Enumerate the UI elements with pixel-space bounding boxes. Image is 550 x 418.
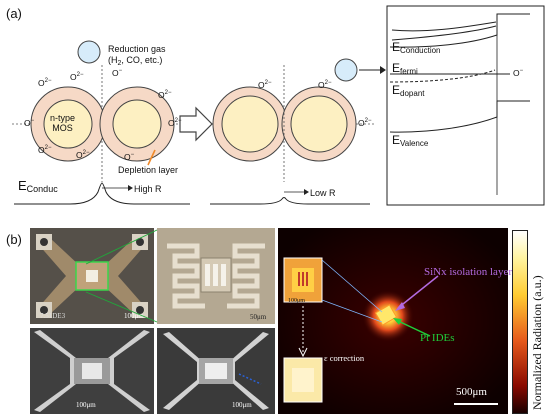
- dopant-level-label: Edopant: [392, 83, 425, 98]
- particle-core-2: [112, 99, 162, 149]
- oxygen-ion: O2−: [358, 118, 372, 128]
- scale-bar-label: 100μm: [232, 401, 252, 409]
- conduction-band-label: EConduction: [392, 40, 441, 55]
- oxygen-ion: O2−: [158, 90, 172, 100]
- oxygen-ion: O2−: [38, 78, 52, 88]
- oxygen-ion: O2−: [70, 72, 84, 82]
- oxygen-ion: O2−: [168, 118, 182, 128]
- low-r-label: Low R: [310, 188, 336, 198]
- oxygen-ion: O2−: [38, 145, 52, 155]
- reduction-gas-label: Reduction gas: [108, 44, 166, 54]
- sem-photo-1: [30, 328, 154, 414]
- particle-label: n-type MOS: [50, 113, 76, 133]
- high-r-label: High R: [134, 184, 162, 194]
- panel-a-diagram: [12, 5, 545, 206]
- optical-chip-photo: [30, 228, 154, 324]
- oxygen-ion: O−: [124, 152, 135, 162]
- panel-a-label: (a): [6, 6, 22, 21]
- gas-molecule: [77, 40, 101, 64]
- panel-b-label: (b): [6, 232, 22, 247]
- oxygen-ion: O2−: [318, 80, 332, 90]
- band-diagram-box: [386, 5, 545, 206]
- scale-bar-label: 100μm: [76, 401, 96, 409]
- gas-molecule-2: [334, 58, 358, 82]
- sinx-label: SiNx isolation layer: [424, 266, 512, 278]
- thermal-scale-label: 500μm: [456, 386, 487, 398]
- epsilon-correction-label: ε correction: [324, 353, 365, 363]
- depletion-pointer: [147, 149, 156, 166]
- e-conduc-label: EConduc: [18, 178, 58, 194]
- particle-core-1: [43, 99, 93, 149]
- scale-bar-label: 50μm: [250, 313, 267, 321]
- gas-oxygen-ion: O−: [112, 68, 123, 78]
- energy-curve-low: [210, 197, 370, 205]
- reduction-gas-examples: (H2, CO, etc.): [108, 55, 163, 67]
- particle-core-4: [290, 95, 348, 153]
- colorbar-title: Normalized Radiation (a.u.): [530, 275, 544, 410]
- inset-scale-label: 100μm: [288, 298, 305, 304]
- thermal-image: [278, 228, 508, 414]
- heater-zoom-photo: [157, 228, 275, 324]
- surface-oxygen-ion: O−: [513, 68, 524, 78]
- sem-photo-2: [157, 328, 275, 414]
- transition-arrow: [179, 106, 213, 142]
- oxygen-ion: O2−: [76, 150, 90, 160]
- pt-ides-label: Pt IDEs: [420, 332, 455, 344]
- depletion-layer-label: Depletion layer: [118, 165, 179, 175]
- oxygen-ion: O−: [24, 118, 35, 128]
- chip-id: 7.51DE3: [40, 312, 66, 320]
- energy-curve-high: [14, 182, 190, 205]
- colorbar: [512, 230, 528, 414]
- valence-band-label: EValence: [392, 133, 429, 148]
- particle-core-3: [221, 95, 279, 153]
- scale-bar-label: 100μm: [124, 312, 144, 320]
- oxygen-ion: O2−: [258, 80, 272, 90]
- fermi-level-label: Efermi: [392, 61, 418, 76]
